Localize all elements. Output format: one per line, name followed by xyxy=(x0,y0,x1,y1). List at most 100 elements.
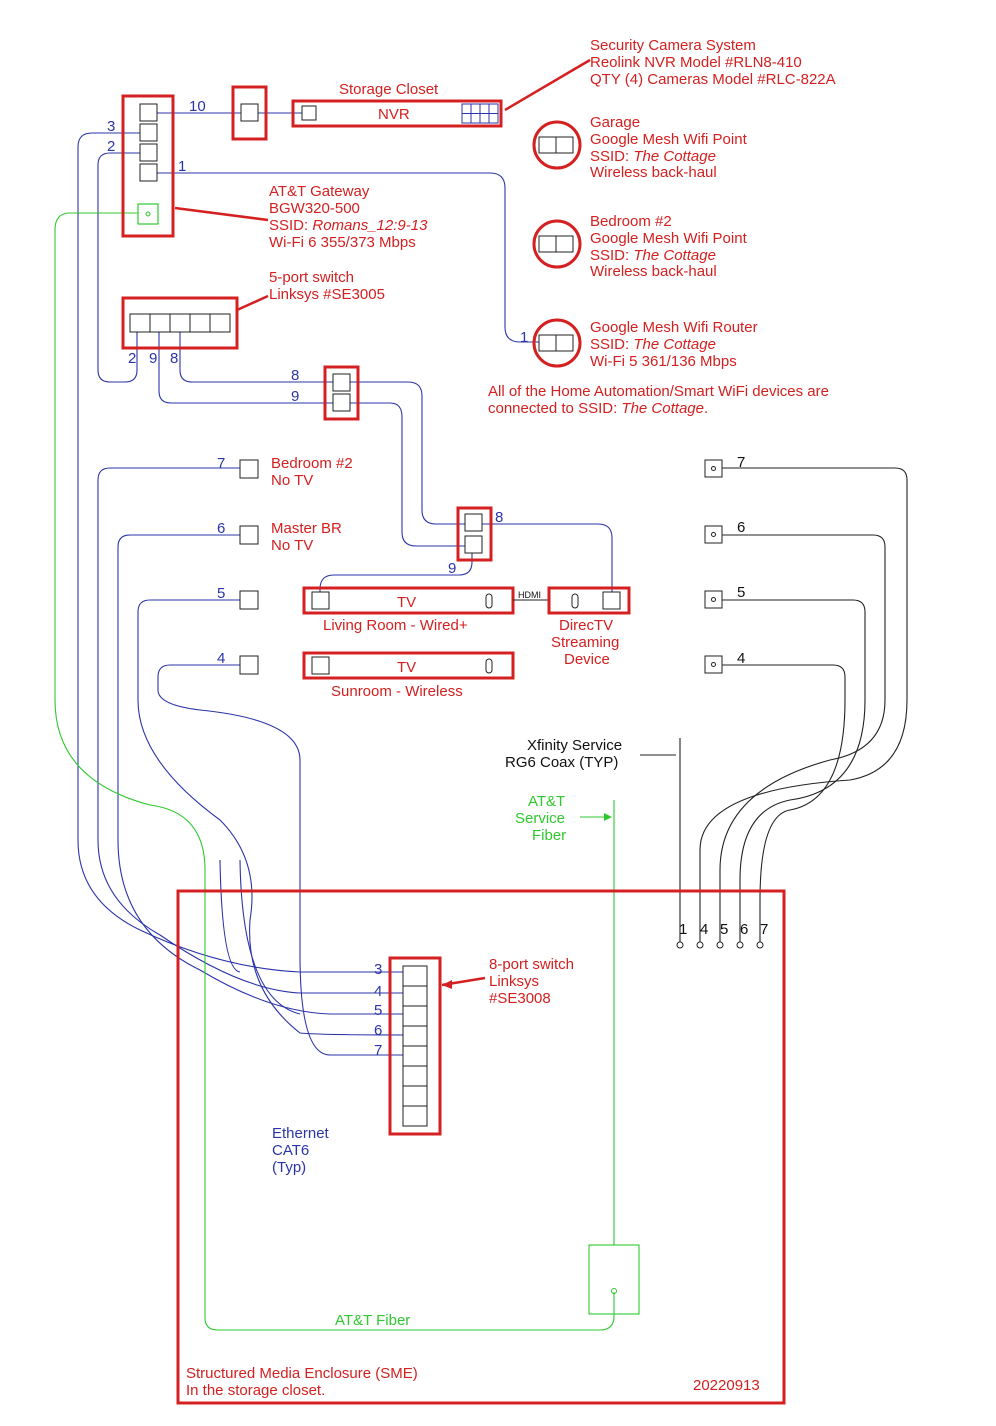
home-automation-line2: connected to SSID: The Cottage. xyxy=(488,400,708,417)
sunroom-tv-label: TV xyxy=(397,659,416,676)
master-label: Master BR xyxy=(271,520,342,537)
security-line1: Security Camera System xyxy=(590,37,756,54)
coax-cables xyxy=(640,467,908,949)
switch-num-7: 7 xyxy=(374,1042,382,1059)
cable-num-1b: 1 xyxy=(520,329,528,346)
cable-num-5: 5 xyxy=(217,585,225,602)
master-note: No TV xyxy=(271,537,313,554)
fiber-cables xyxy=(54,212,640,1331)
switch8-line1: 8-port switch xyxy=(489,956,574,973)
gateway-ssid: SSID: Romans_12:9-13 xyxy=(269,217,428,234)
coax-end-6: 6 xyxy=(740,921,748,938)
cable-num-9b: 9 xyxy=(291,388,299,405)
eight-port-switch xyxy=(388,956,442,1136)
cable-num-2b: 2 xyxy=(128,350,136,367)
bedroom2-point-line1: Bedroom #2 xyxy=(590,213,672,230)
cable-num-9: 9 xyxy=(149,350,157,367)
garage-ssid: SSID: The Cottage xyxy=(590,148,716,165)
switch5-line1: 5-port switch xyxy=(269,269,354,286)
coax-num-7: 7 xyxy=(737,454,745,471)
garage-line2: Google Mesh Wifi Point xyxy=(590,131,748,148)
xfinity-line1: Xfinity Service xyxy=(527,737,622,754)
coax-wall-plates xyxy=(704,459,723,674)
att-fiber-label: AT&T Fiber xyxy=(335,1312,410,1329)
hdmi-label: HDMI xyxy=(518,590,541,600)
cable-num-8c: 8 xyxy=(495,509,503,526)
coax-end-1: 1 xyxy=(679,921,687,938)
mesh-point-garage xyxy=(532,120,582,170)
security-line2: Reolink NVR Model #RLN8-410 xyxy=(590,54,802,71)
att-service-line3: Fiber xyxy=(532,827,566,844)
router-line1: Google Mesh Wifi Router xyxy=(590,319,758,336)
garage-line4: Wireless back-haul xyxy=(590,164,717,181)
sunroom-label: Sunroom - Wireless xyxy=(331,683,463,700)
sunroom-tv xyxy=(302,651,515,680)
garage-line1: Garage xyxy=(590,114,640,131)
cable-num-9c: 9 xyxy=(448,560,456,577)
directv-line2: Streaming xyxy=(551,634,619,651)
nvr-adapter-plate xyxy=(231,85,268,141)
switch-num-3: 3 xyxy=(374,961,382,978)
cable-num-7: 7 xyxy=(217,455,225,472)
bedroom2-point-ssid: SSID: The Cottage xyxy=(590,247,716,264)
gateway-line4: Wi-Fi 6 355/373 Mbps xyxy=(269,234,416,251)
directv-line1: DirecTV xyxy=(559,617,613,634)
coax-end-7: 7 xyxy=(760,921,768,938)
cat6-cables xyxy=(77,112,613,1056)
mesh-router xyxy=(532,318,582,368)
cable-num-2: 2 xyxy=(107,138,115,155)
router-ssid: SSID: The Cottage xyxy=(590,336,716,353)
coax-num-4: 4 xyxy=(737,650,745,667)
coax-num-6: 6 xyxy=(737,519,745,536)
nvr-unit xyxy=(291,99,503,128)
bedroom2-point-line4: Wireless back-haul xyxy=(590,263,717,280)
switch-num-4: 4 xyxy=(374,983,382,1000)
ethernet-line2: CAT6 xyxy=(272,1142,309,1159)
switch5-line2: Linksys #SE3005 xyxy=(269,286,385,303)
ethernet-line1: Ethernet xyxy=(272,1125,330,1142)
xfinity-line2: RG6 Coax (TYP) xyxy=(505,754,618,771)
att-gateway xyxy=(121,94,175,238)
cable-num-4: 4 xyxy=(217,650,225,667)
cable-num-6: 6 xyxy=(217,520,225,537)
cable-num-3: 3 xyxy=(107,118,115,135)
nvr-label: NVR xyxy=(378,106,410,123)
home-automation-line1: All of the Home Automation/Smart WiFi de… xyxy=(488,383,829,400)
cable-num-8b: 8 xyxy=(291,367,299,384)
switch-num-6: 6 xyxy=(374,1022,382,1039)
living-room-label: Living Room - Wired+ xyxy=(323,617,468,634)
storage-closet-label: Storage Closet xyxy=(339,81,439,98)
att-service-line2: Service xyxy=(515,810,565,827)
cable-num-1: 1 xyxy=(178,158,186,175)
cable-num-10: 10 xyxy=(189,98,206,115)
mesh-point-bedroom2 xyxy=(532,219,582,269)
att-service-line1: AT&T xyxy=(528,793,565,810)
gateway-line1: AT&T Gateway xyxy=(269,183,370,200)
cable-num-8: 8 xyxy=(170,350,178,367)
switch8-line3: #SE3008 xyxy=(489,990,551,1007)
switch-num-5: 5 xyxy=(374,1002,382,1019)
room-wall-plates xyxy=(239,459,259,675)
ethernet-line3: (Typ) xyxy=(272,1159,306,1176)
bedroom2-point-line2: Google Mesh Wifi Point xyxy=(590,230,748,247)
sme-line1: Structured Media Enclosure (SME) xyxy=(186,1365,418,1382)
bedroom2-label: Bedroom #2 xyxy=(271,455,353,472)
coax-num-5: 5 xyxy=(737,584,745,601)
security-line3: QTY (4) Cameras Model #RLC-822A xyxy=(590,71,836,88)
five-port-switch xyxy=(121,296,239,350)
switch8-line2: Linksys xyxy=(489,973,539,990)
gateway-line2: BGW320-500 xyxy=(269,200,360,217)
coax-end-5: 5 xyxy=(720,921,728,938)
router-line3: Wi-Fi 5 361/136 Mbps xyxy=(590,353,737,370)
wall-plate-8-9 xyxy=(323,365,360,421)
living-tv-label: TV xyxy=(397,594,416,611)
coax-end-4: 4 xyxy=(700,921,708,938)
wall-plate-living-room xyxy=(456,506,493,562)
directv-line3: Device xyxy=(564,651,610,668)
sme-date: 20220913 xyxy=(693,1377,760,1394)
sme-enclosure xyxy=(176,889,786,1405)
sme-line2: In the storage closet. xyxy=(186,1382,325,1399)
directv-device xyxy=(547,586,631,615)
bedroom2-note: No TV xyxy=(271,472,313,489)
